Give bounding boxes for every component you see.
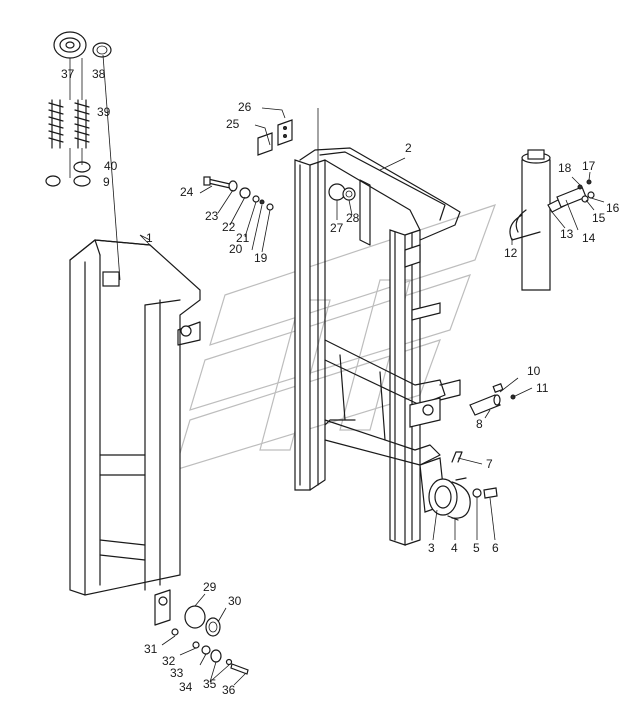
rollers-parts-27-28 — [328, 183, 356, 201]
callout-16: 16 — [606, 201, 620, 215]
callout-15: 15 — [592, 211, 606, 225]
pin-part-7 — [451, 451, 463, 463]
cylinder-part-12 — [509, 149, 551, 291]
inner-mast-part-2 — [294, 147, 461, 546]
callout-28: 28 — [346, 211, 360, 225]
callout-1: 1 — [146, 231, 153, 245]
top-left-parts-37-40-9 — [45, 31, 112, 187]
plates-parts-25-26 — [257, 119, 293, 156]
callout-31: 31 — [144, 642, 158, 656]
callout-13: 13 — [560, 227, 574, 241]
callout-39: 39 — [97, 105, 111, 119]
callout-33: 33 — [170, 666, 184, 680]
callout-26: 26 — [238, 100, 252, 114]
callout-6: 6 — [492, 541, 499, 555]
watermark-logo — [174, 204, 496, 471]
callout-18: 18 — [558, 161, 572, 175]
callout-25: 25 — [226, 117, 240, 131]
plate-part-10 — [492, 383, 504, 393]
callout-8: 8 — [476, 417, 483, 431]
outer-mast-part-1 — [69, 239, 201, 626]
callout-12: 12 — [504, 246, 518, 260]
callout-21: 21 — [236, 231, 250, 245]
bracket-parts-13-18 — [547, 179, 595, 213]
callout-40: 40 — [104, 159, 118, 173]
callout-29: 29 — [203, 580, 217, 594]
callout-36: 36 — [222, 683, 236, 697]
callout-34: 34 — [179, 680, 193, 694]
callout-11: 11 — [536, 381, 549, 395]
bolt-part-6 — [483, 487, 498, 499]
callout-9: 9 — [103, 175, 110, 189]
callout-2: 2 — [405, 141, 412, 155]
callout-24: 24 — [180, 185, 194, 199]
callout-23: 23 — [205, 209, 219, 223]
cylinder-bracket-part-3 — [428, 478, 458, 516]
callout-3: 3 — [428, 541, 435, 555]
callout-27: 27 — [330, 221, 344, 235]
callout-10: 10 — [527, 364, 541, 378]
callout-37: 37 — [61, 67, 75, 81]
callout-30: 30 — [228, 594, 242, 608]
callout-5: 5 — [473, 541, 480, 555]
washer-part-5 — [472, 488, 482, 498]
callout-labels: 1 2 3 4 5 6 7 8 9 10 11 12 13 14 15 16 1… — [61, 67, 620, 697]
callout-38: 38 — [92, 67, 106, 81]
callout-35: 35 — [203, 677, 217, 691]
leader-lines — [69, 54, 605, 686]
callout-7: 7 — [486, 457, 493, 471]
callout-4: 4 — [451, 541, 458, 555]
shaft-part-8 — [469, 394, 501, 416]
callout-20: 20 — [229, 242, 243, 256]
callout-17: 17 — [582, 159, 596, 173]
clamp-part-4 — [447, 477, 471, 521]
lower-roller-set-parts-29-36 — [171, 605, 249, 675]
callout-22: 22 — [222, 220, 236, 234]
callout-32: 32 — [162, 654, 176, 668]
bolt-set-parts-19-24 — [203, 176, 274, 211]
callout-14: 14 — [582, 231, 596, 245]
callout-19: 19 — [254, 251, 268, 265]
